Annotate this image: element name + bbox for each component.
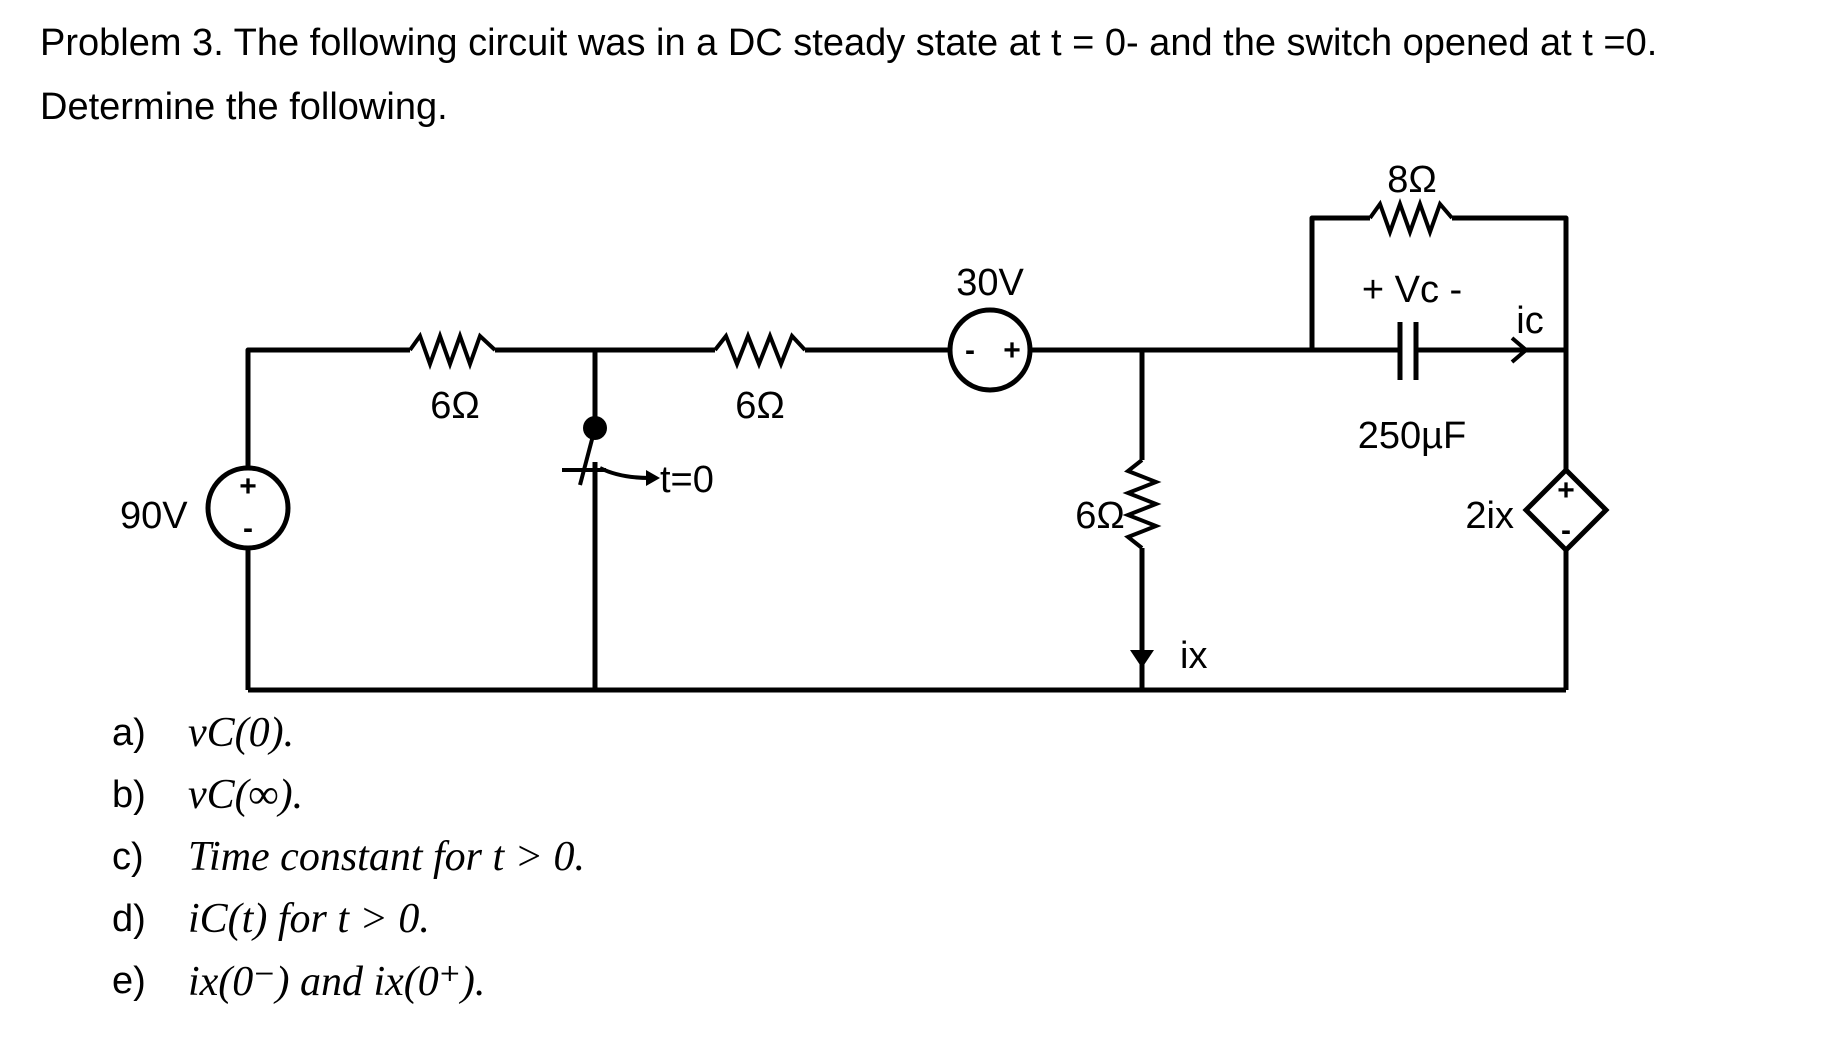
source-30v-label: 30V [956,262,1024,304]
resistor-6ohm-mid [713,330,807,370]
dep-source-label: 2ix [1465,495,1514,537]
voltage-source-90v: + - [205,465,291,551]
resistor-8ohm [1368,198,1454,238]
dependent-voltage-source: + - [1522,466,1610,554]
source-90v-minus: - [243,512,253,545]
question-d: d) iC(t) for t > 0. [112,888,585,950]
source-90v-plus: + [239,470,257,503]
switch-t0 [562,416,660,486]
ix-label: ix [1180,635,1207,677]
question-label: b) [112,773,146,816]
resistor-6ohm-left-label: 6Ω [430,385,480,427]
question-text: vC(0). [188,710,295,756]
problem-statement-line1: Problem 3. The following circuit was in … [40,22,1658,64]
question-c: c) Time constant for t > 0. [112,826,585,888]
vc-label: + Vc - [1362,269,1462,311]
question-e: e) ix(0⁻) and ix(0⁺). [112,950,585,1012]
question-text: ix(0⁻) and ix(0⁺). [188,959,486,1005]
ic-arrow-icon [1510,336,1530,364]
source-30v-plus: + [1003,334,1021,367]
resistor-6ohm-shunt [1122,458,1162,550]
voltage-source-30v: - + [947,307,1033,393]
wire-8ohm-left [1309,215,1370,350]
source-90v-label: 90V [120,495,188,537]
problem-statement-line2: Determine the following. [40,86,448,128]
question-label: c) [112,835,144,878]
dep-source-plus: + [1557,474,1575,507]
resistor-6ohm-mid-label: 6Ω [735,385,785,427]
circuit-diagram: + - 90V 6Ω t=0 6Ω - + 30V 6Ω ix 8Ω + Vc … [120,159,1610,693]
question-text: Time constant for t > 0. [188,834,586,880]
source-30v-minus: - [965,334,975,367]
switch-label: t=0 [660,459,714,501]
capacitor-value-label: 250µF [1358,415,1467,457]
dep-source-minus: - [1561,514,1571,547]
question-list: a) vC(0). b) vC(∞). c) Time constant for… [112,702,585,1012]
ic-label: ic [1516,300,1543,342]
question-text: iC(t) for t > 0. [188,896,430,942]
question-label: d) [112,897,146,940]
question-b: b) vC(∞). [112,764,585,826]
question-text: vC(∞). [188,772,304,818]
question-a: a) vC(0). [112,702,585,764]
resistor-6ohm-shunt-label: 6Ω [1075,495,1125,537]
resistor-8ohm-label: 8Ω [1387,159,1437,201]
question-label: a) [112,711,146,754]
ix-arrow [1130,650,1154,668]
wire-8ohm-right [1452,215,1569,470]
question-label: e) [112,959,146,1002]
resistor-6ohm-left [408,330,497,370]
